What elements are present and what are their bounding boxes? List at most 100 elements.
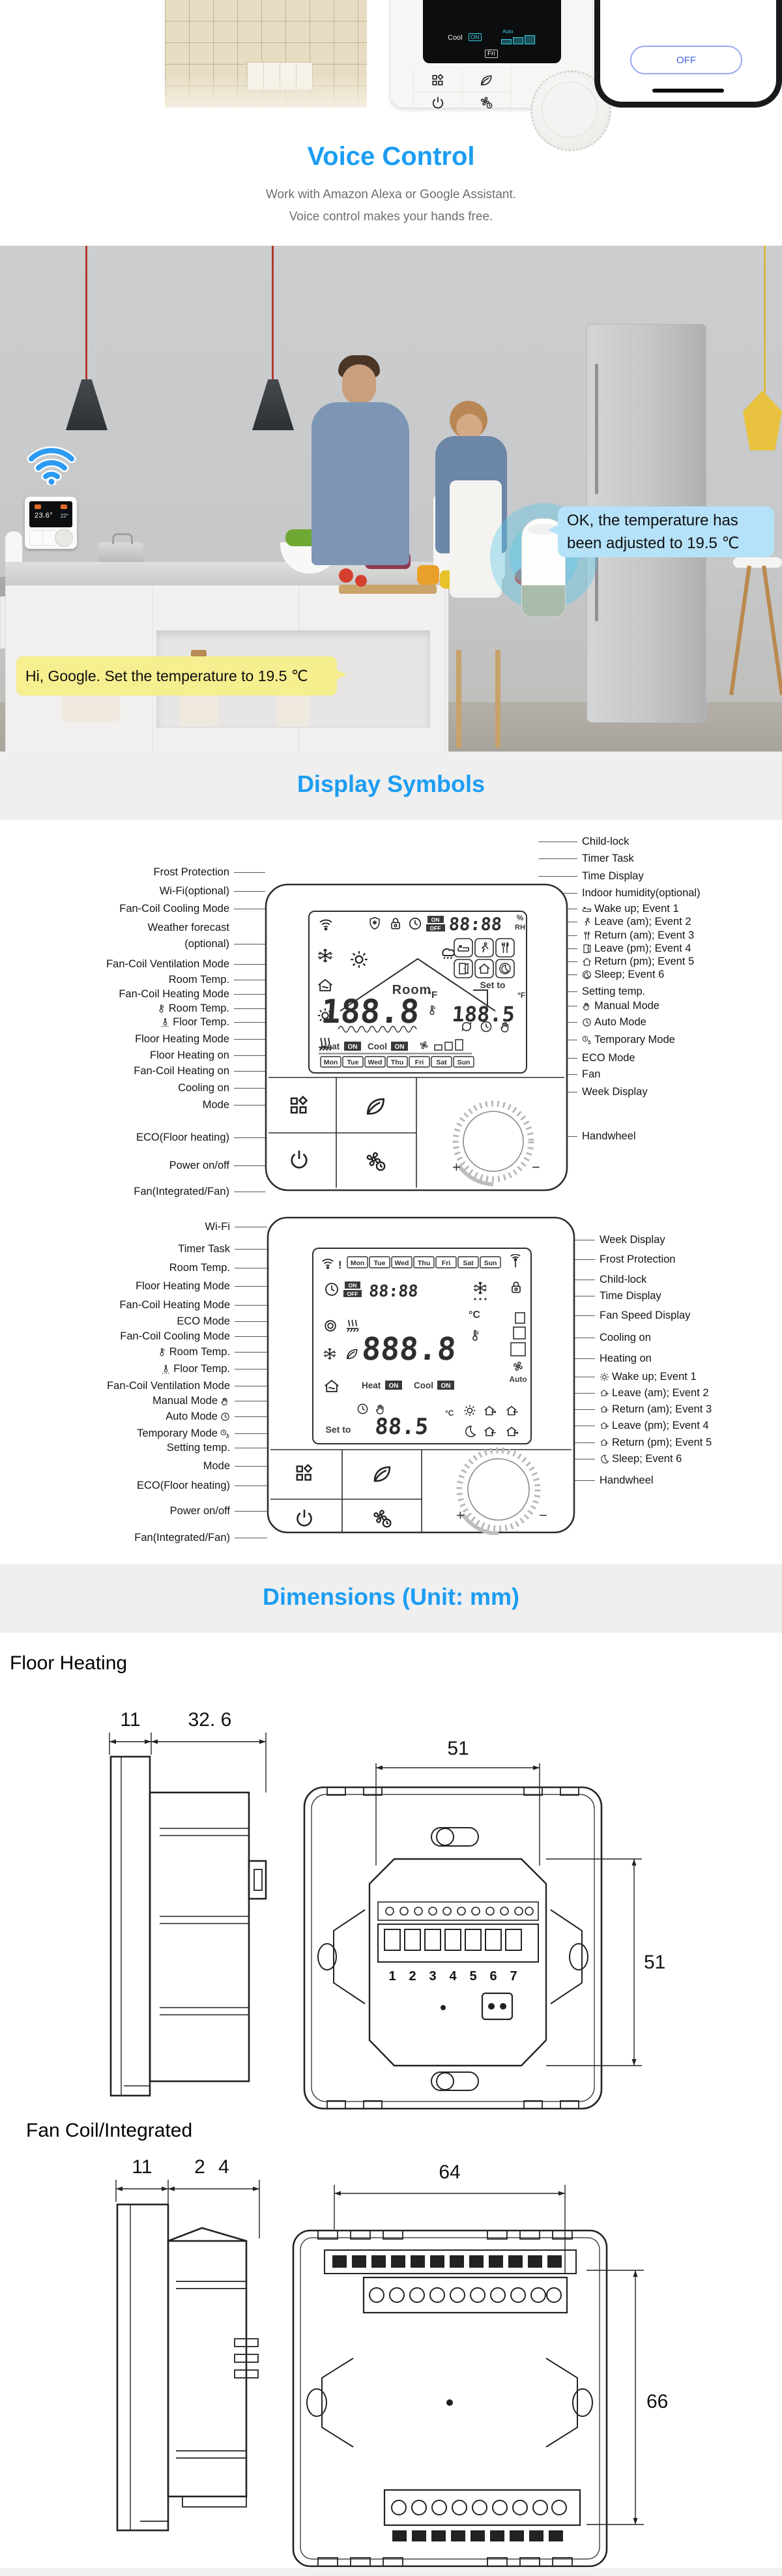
diagram-label: Room Temp. [156, 1001, 266, 1016]
diagram-label: Handwheel [555, 1473, 654, 1487]
label-text: Room Temp. [168, 1002, 229, 1014]
diagram-label: Fan Speed Display [554, 1308, 690, 1323]
diagram-label: Wake up; Event 1 [538, 901, 679, 916]
assistant-speech-text: OK, the temperature has been adjusted to… [567, 512, 740, 552]
diagram-label: Fan-Coil Heating Mode [119, 987, 265, 1001]
phone-off-button: OFF [630, 46, 742, 74]
terminal-numbers: 1 2 3 4 5 6 7 [388, 1969, 517, 1983]
dimension-lines [109, 1733, 267, 1793]
diagram-label: Fan-Coil Heating Mode [119, 1298, 267, 1312]
label-text: Week Display [582, 1085, 648, 1098]
floor-heating-side-view: 11 32. 6 [109, 1709, 267, 2097]
label-text: Floor Heating on [150, 1049, 229, 1061]
label-text: Handwheel [582, 1130, 636, 1142]
diagram-label: Leave (pm); Event 4 [538, 941, 691, 956]
label-icon [156, 1004, 166, 1014]
svg-text:11: 11 [132, 2156, 152, 2178]
diagram-label: Leave (pm); Event 4 [555, 1418, 709, 1433]
svg-text:Sun: Sun [457, 1059, 471, 1066]
diagram-label: Manual Mode [152, 1394, 267, 1408]
label-text: Mode [202, 1098, 229, 1111]
svg-text:Mon: Mon [351, 1259, 365, 1267]
label-text: ECO(Floor heating) [136, 1479, 230, 1491]
phone-product-image: OFF [594, 0, 782, 108]
diagram-label: Cooling on [178, 1081, 265, 1095]
diagram-label: Auto Mode [166, 1409, 267, 1424]
diagram-label: Wi-Fi(optional) [160, 884, 266, 898]
thermostat-lcd: Cool ON Auto Fri [423, 0, 561, 63]
pendant-cord [272, 246, 274, 381]
lcd-cool-label: Cool [448, 34, 463, 42]
svg-text:°C: °C [445, 1409, 454, 1418]
man-body [311, 402, 409, 565]
svg-text:ON: ON [395, 1044, 405, 1051]
diagram-label: Fan [537, 1067, 600, 1081]
svg-text:66: 66 [646, 2391, 668, 2412]
diagram-label: Fan-Coil Cooling Mode [120, 1329, 267, 1343]
girl-face [456, 414, 482, 440]
svg-text:%: % [517, 913, 524, 922]
wifi-icon [27, 446, 76, 485]
diagram-label: Fan(Integrated/Fan) [134, 1184, 265, 1199]
label-text: Floor Heating Mode [135, 1032, 229, 1045]
top-terminal-screws [369, 2287, 562, 2303]
label-icon [582, 970, 592, 980]
shelf-fade [165, 78, 367, 108]
diagram-label: Floor Temp. [160, 1015, 265, 1029]
diagram-label: Room Temp. [168, 973, 266, 987]
power-button-icon [431, 95, 445, 110]
diagram-label: Auto Mode [538, 1015, 646, 1029]
label-text: Sleep; Event 6 [594, 968, 665, 980]
label-icon [600, 1421, 609, 1431]
diagram-label: Fan(Integrated/Fan) [134, 1530, 267, 1545]
svg-text:Fri: Fri [415, 1059, 424, 1066]
label-text: Power on/off [169, 1159, 229, 1171]
svg-text:°F: °F [517, 991, 525, 1000]
diagram-label: Mode [202, 1098, 266, 1112]
label-text: Time Display [600, 1289, 661, 1302]
label-text: Setting temp. [166, 1441, 230, 1454]
diagram-label: Floor Temp. [161, 1362, 267, 1376]
label-icon [582, 931, 592, 941]
label-icon [600, 1405, 609, 1414]
svg-text:Sat: Sat [463, 1259, 474, 1267]
wall-thermostat: 23.6° 22° [25, 497, 77, 549]
svg-text:−: − [532, 1159, 540, 1175]
label-text: Leave (pm); Event 4 [594, 942, 691, 954]
bottom-terminal-row [392, 2530, 563, 2541]
label-text: Fan-Coil Heating on [134, 1064, 229, 1077]
svg-text:32. 6: 32. 6 [188, 1709, 232, 1731]
label-text: Auto Mode [166, 1410, 218, 1422]
voice-subtitle-2: Voice control makes your hands free. [289, 210, 493, 224]
label-icon [582, 944, 592, 954]
diagram-label: Child-lock [554, 1272, 646, 1287]
svg-text:3: 3 [429, 1969, 436, 1983]
pepper [417, 565, 439, 585]
svg-text:−: − [539, 1507, 547, 1523]
user-speech-text: Hi, Google. Set the temperature to 19.5 … [25, 667, 308, 684]
label-text: Power on/off [169, 1504, 230, 1517]
label-text: Fan-Coil Ventilation Mode [106, 958, 229, 970]
diagram-label: Time Display [555, 1289, 661, 1303]
label-text: Fan-Coil Cooling Mode [119, 902, 229, 915]
label-text: Room Temp. [169, 1261, 230, 1274]
label-text: Setting temp. [582, 985, 646, 997]
handwheel: + − [452, 1100, 540, 1186]
label-text: Cooling on [600, 1331, 651, 1343]
fan-speed-bars [434, 1039, 463, 1051]
tomato [339, 568, 353, 583]
diagram-label: Wake up; Event 1 [555, 1369, 697, 1384]
label-text: Leave (am); Event 2 [612, 1386, 709, 1399]
svg-text:5: 5 [469, 1969, 476, 1983]
svg-text:Set to: Set to [480, 980, 506, 990]
svg-text:Wed: Wed [368, 1059, 383, 1066]
bottom-band [0, 2568, 782, 2576]
label-icon [582, 1001, 592, 1011]
svg-text:4: 4 [449, 1969, 457, 1983]
cutting-board [339, 585, 437, 594]
svg-text:RH: RH [515, 924, 525, 931]
label-text: Room Temp. [168, 973, 229, 986]
assistant-speech-bubble: OK, the temperature has been adjusted to… [548, 506, 774, 557]
fan-coil-title: Fan Coil/Integrated [26, 2120, 193, 2141]
